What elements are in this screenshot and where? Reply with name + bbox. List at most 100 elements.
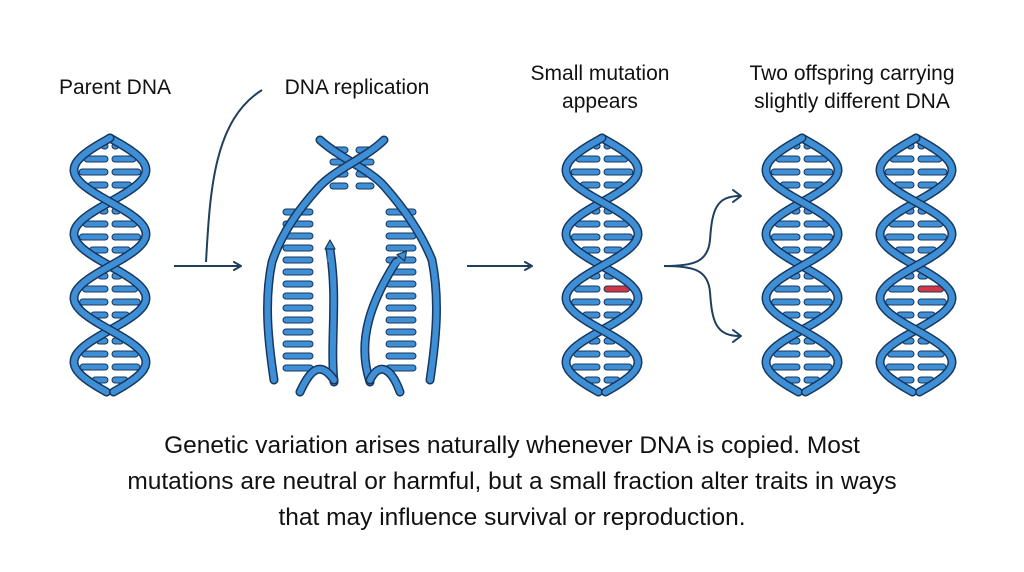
dna-strand bbox=[70, 135, 150, 395]
base-pair bbox=[803, 220, 830, 228]
base-pair bbox=[888, 220, 915, 228]
base-pair bbox=[111, 220, 138, 228]
new-strand bbox=[327, 247, 337, 385]
base-pair bbox=[385, 232, 417, 240]
fork-arrow-up-icon bbox=[732, 189, 742, 203]
base-pair bbox=[773, 285, 801, 293]
base-pair bbox=[570, 168, 601, 176]
base-pair bbox=[329, 182, 349, 190]
base-pair bbox=[282, 280, 314, 288]
dna-replication-label: DNA replication bbox=[284, 76, 430, 99]
two-offspring-label: Two offspring carrying slightly differen… bbox=[749, 62, 955, 113]
split-into-offspring-brace bbox=[663, 195, 741, 337]
replicating-dna-helix bbox=[263, 135, 441, 397]
base-pair bbox=[355, 182, 375, 190]
base-pair bbox=[573, 285, 601, 293]
base-pair bbox=[603, 363, 633, 371]
base-pair bbox=[603, 220, 630, 228]
base-pair bbox=[78, 233, 109, 241]
small-mutation-label: Small mutation appears bbox=[530, 62, 670, 113]
base-pair bbox=[81, 285, 109, 293]
base-pair bbox=[282, 316, 314, 324]
base-pair bbox=[111, 168, 142, 176]
mutation-base-pair bbox=[603, 285, 631, 293]
base-pair bbox=[803, 298, 833, 306]
base-pair bbox=[803, 168, 834, 176]
base-pair bbox=[385, 352, 417, 360]
base-pair bbox=[774, 220, 801, 228]
base-pair bbox=[385, 304, 417, 312]
base-pair bbox=[385, 244, 417, 252]
base-pair bbox=[385, 280, 417, 288]
diagram-canvas bbox=[69, 89, 957, 397]
base-pair bbox=[79, 363, 109, 371]
base-pair bbox=[282, 328, 314, 336]
parent-dna-label: Parent DNA bbox=[58, 76, 172, 99]
base-pair bbox=[282, 244, 314, 252]
base-pair bbox=[82, 220, 109, 228]
base-pair bbox=[111, 350, 139, 358]
base-pair bbox=[282, 268, 314, 276]
base-pair bbox=[803, 233, 834, 241]
base-pair bbox=[803, 350, 831, 358]
base-pair bbox=[917, 363, 947, 371]
dna-strand bbox=[876, 135, 956, 395]
dna-strand bbox=[762, 135, 842, 395]
base-pair bbox=[573, 350, 601, 358]
new-strand bbox=[367, 366, 403, 395]
base-pair bbox=[884, 233, 915, 241]
base-pair bbox=[111, 298, 141, 306]
base-pair bbox=[917, 220, 944, 228]
base-pair bbox=[385, 316, 417, 324]
base-pair bbox=[885, 363, 915, 371]
base-pair bbox=[887, 350, 915, 358]
base-pair bbox=[917, 168, 948, 176]
parent-strand bbox=[264, 137, 387, 383]
base-pair bbox=[770, 233, 801, 241]
base-pair bbox=[803, 285, 831, 293]
base-pair bbox=[385, 340, 417, 348]
base-pair bbox=[603, 168, 634, 176]
base-pair bbox=[111, 285, 139, 293]
base-pair bbox=[773, 350, 801, 358]
base-pair bbox=[917, 350, 945, 358]
synthesis-direction-icon bbox=[392, 250, 408, 268]
base-pair bbox=[282, 340, 314, 348]
base-pair bbox=[79, 298, 109, 306]
base-pair bbox=[917, 233, 948, 241]
base-pair bbox=[770, 168, 801, 176]
base-pair bbox=[771, 363, 801, 371]
base-pair bbox=[571, 298, 601, 306]
base-pair bbox=[81, 350, 109, 358]
base-pair bbox=[603, 350, 631, 358]
parent-strand bbox=[317, 137, 440, 383]
caption-text: Genetic variation arises naturally whene… bbox=[127, 432, 897, 531]
offspring-dna-helix-2 bbox=[875, 133, 957, 397]
base-pair bbox=[282, 292, 314, 300]
base-pair bbox=[282, 256, 314, 264]
base-pair bbox=[571, 363, 601, 371]
base-pair bbox=[917, 298, 947, 306]
base-pair bbox=[111, 233, 142, 241]
mutation-base-pair bbox=[917, 285, 945, 293]
base-pair bbox=[574, 220, 601, 228]
new-strand bbox=[297, 366, 337, 395]
base-pair bbox=[282, 352, 314, 360]
dna-strand bbox=[562, 135, 642, 395]
replication-label-pointer bbox=[205, 89, 263, 263]
base-pair bbox=[570, 233, 601, 241]
mutated-dna-helix bbox=[561, 133, 643, 397]
parent-dna-helix bbox=[69, 133, 151, 397]
base-pair bbox=[884, 168, 915, 176]
base-pair bbox=[603, 233, 634, 241]
base-pair bbox=[603, 298, 633, 306]
base-pair bbox=[78, 168, 109, 176]
base-pair bbox=[111, 363, 141, 371]
base-pair bbox=[282, 304, 314, 312]
base-pair bbox=[385, 328, 417, 336]
base-pair bbox=[885, 298, 915, 306]
base-pair bbox=[385, 292, 417, 300]
base-pair bbox=[803, 363, 833, 371]
new-strand bbox=[361, 259, 399, 385]
